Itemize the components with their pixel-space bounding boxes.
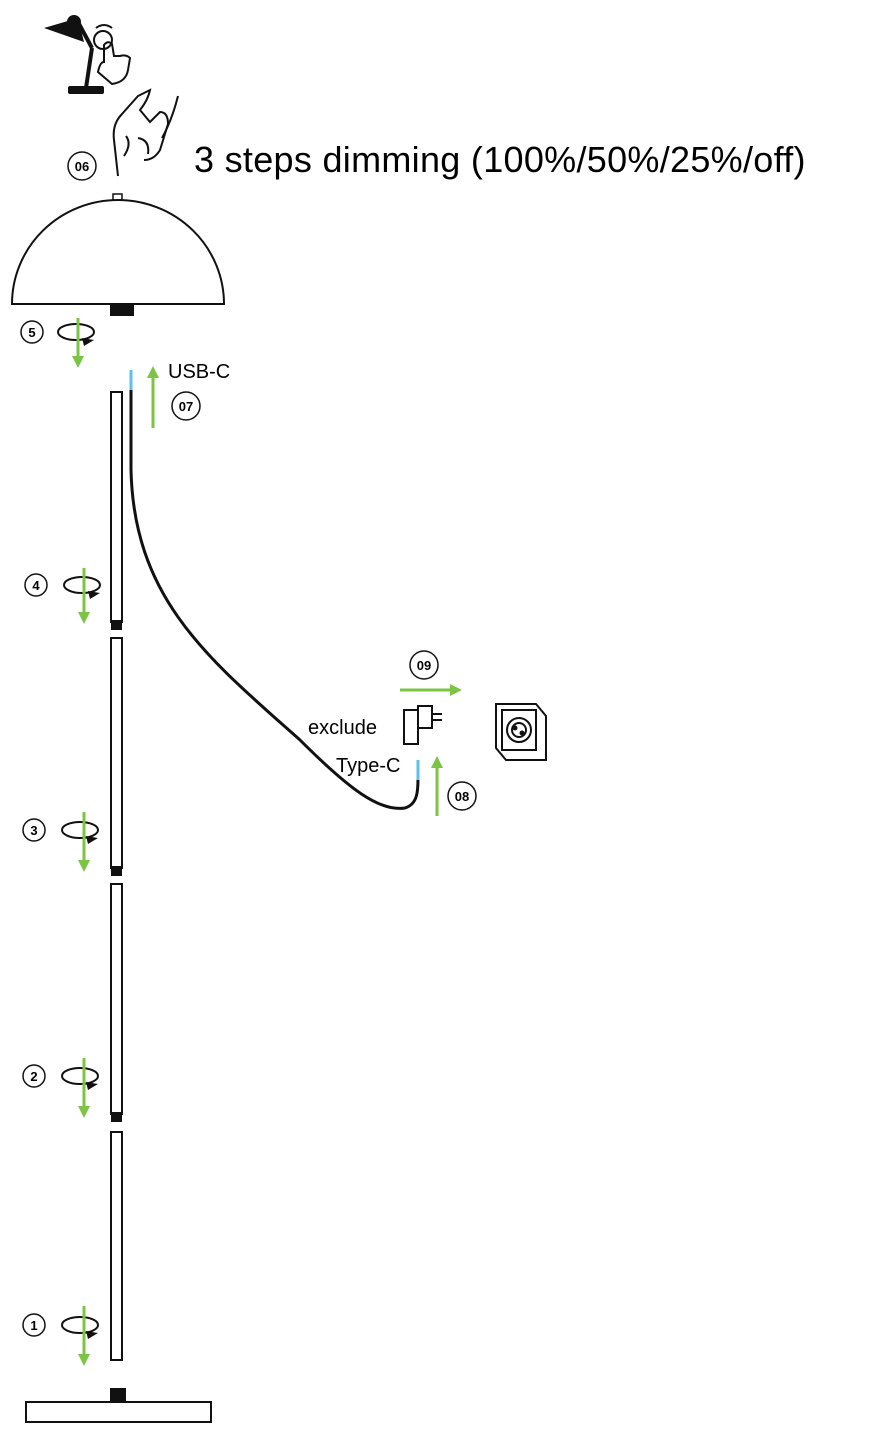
svg-text:4: 4 [32, 578, 40, 593]
pole-segment-3 [110, 637, 123, 876]
type-c-label: Type-C [336, 755, 400, 777]
power-cable [129, 390, 420, 810]
rotate-icon [61, 1067, 99, 1090]
dimming-title: 3 steps dimming (100%/50%/25%/off) [194, 139, 806, 180]
step-6-badge: 06 [67, 151, 97, 181]
svg-text:09: 09 [417, 658, 431, 673]
step-5-badge: 5 [20, 320, 44, 344]
step-2-badge: 2 [22, 1064, 46, 1088]
svg-text:08: 08 [455, 789, 469, 804]
desk-lamp-icon [44, 15, 104, 94]
power-adapter-icon [403, 705, 442, 745]
usb-c-label: USB-C [168, 361, 230, 383]
rotate-icon [61, 1316, 99, 1339]
exclude-label: exclude [308, 717, 377, 739]
svg-text:5: 5 [28, 325, 35, 340]
step-7-badge: 07 [171, 391, 201, 421]
touch-hand-icon [93, 24, 132, 86]
lamp-shade [10, 193, 226, 316]
svg-text:3: 3 [30, 823, 37, 838]
svg-text:06: 06 [75, 159, 89, 174]
step-1-badge: 1 [22, 1313, 46, 1337]
svg-text:1: 1 [30, 1318, 37, 1333]
step-8-badge: 08 [447, 781, 477, 811]
step-9-badge: 09 [409, 650, 439, 680]
step-4-badge: 4 [24, 573, 48, 597]
pole-segment-2 [110, 883, 123, 1122]
svg-text:07: 07 [179, 399, 193, 414]
svg-text:2: 2 [30, 1069, 37, 1084]
rotate-icon [57, 323, 95, 346]
pole-segment-1 [110, 1131, 123, 1361]
rotate-icon [61, 821, 99, 844]
pole-segment-4 [110, 391, 123, 630]
touch-hand-icon [112, 88, 179, 177]
step-3-badge: 3 [22, 818, 46, 842]
rotate-icon [63, 576, 101, 599]
lamp-base [25, 1388, 212, 1423]
wall-socket-icon [495, 703, 547, 761]
